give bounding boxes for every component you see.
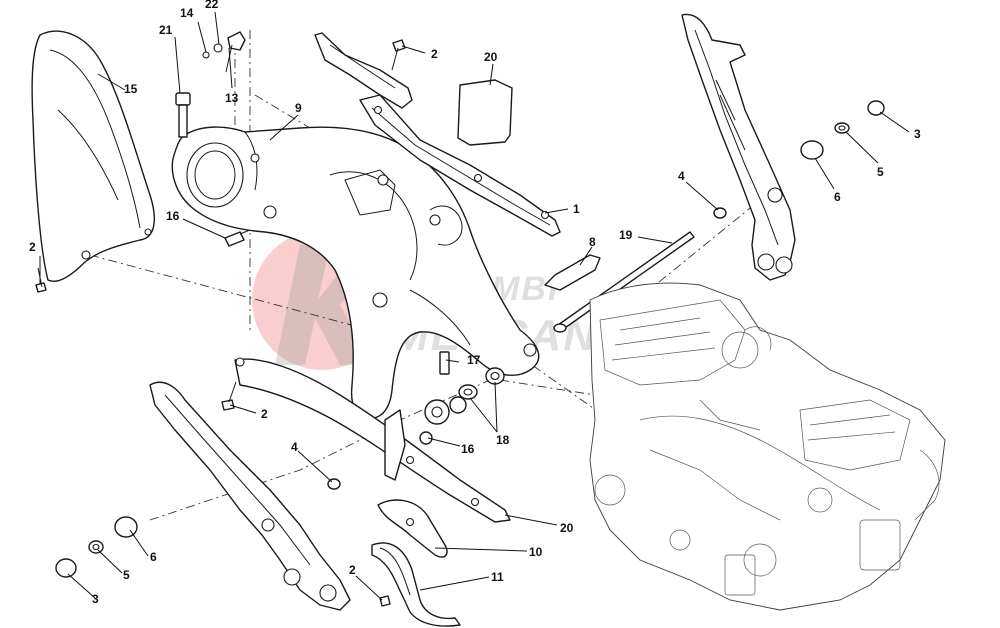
callout-11: 13 (225, 91, 239, 105)
callout-19: 21 (159, 23, 173, 37)
callout-5-right: 5 (877, 165, 884, 179)
hardware-right (713, 100, 885, 219)
sticker (457, 79, 513, 146)
engine (589, 282, 946, 611)
callout-15: 17 (467, 353, 481, 367)
callout-4-left: 4 (291, 440, 298, 454)
callout-10: 11 (491, 570, 504, 584)
callout-13: 15 (124, 82, 138, 96)
callout-2-left: 2 (29, 240, 36, 254)
bolt-19 (175, 92, 191, 138)
callout-4-right: 4 (678, 169, 685, 183)
callout-9: 10 (529, 545, 543, 559)
callout-8: 9 (295, 101, 302, 115)
rear-hugger (31, 30, 156, 282)
swingarm (171, 126, 540, 419)
callout-16: 16 (461, 442, 475, 456)
small-hardware (202, 31, 246, 73)
chain-guard-bracket (314, 32, 413, 109)
guard-9 (377, 499, 448, 558)
callout-20: 20 (560, 521, 574, 535)
chain-guard-upper (359, 94, 561, 237)
screw-bottom (379, 595, 391, 607)
screw-mid-left (221, 381, 237, 411)
screw-14 (224, 229, 251, 247)
callout-22: 22 (205, 0, 219, 11)
callout-1: 1 (573, 202, 580, 216)
leader-lines (39, 11, 910, 601)
screw-hugger (35, 267, 47, 293)
screw-top (391, 39, 406, 71)
callout-14: 16 (166, 209, 180, 223)
callout-3-right: 3 (914, 127, 921, 141)
callouts: 15 21 14 22 13 9 2 20 1 8 19 4 3 5 6 16 … (29, 0, 921, 606)
callout-6-left: 6 (150, 550, 157, 564)
callout-17: 18 (496, 433, 510, 447)
guard-10 (371, 542, 461, 627)
callout-2-bottom: 2 (349, 563, 356, 577)
callout-7: 8 (589, 235, 596, 249)
callout-21: 20 (484, 50, 498, 64)
callout-5-left: 5 (123, 568, 130, 582)
callout-2-mid: 2 (261, 407, 268, 421)
callout-18: 19 (619, 228, 633, 242)
callout-6-right: 6 (834, 190, 841, 204)
callout-3-left: 3 (92, 592, 99, 606)
footpeg-bracket-right (681, 13, 796, 281)
footpeg-bracket-left (149, 381, 351, 611)
callout-2-top: 2 (431, 47, 438, 61)
callout-12: 14 (180, 6, 194, 20)
centre-lines (89, 30, 761, 521)
